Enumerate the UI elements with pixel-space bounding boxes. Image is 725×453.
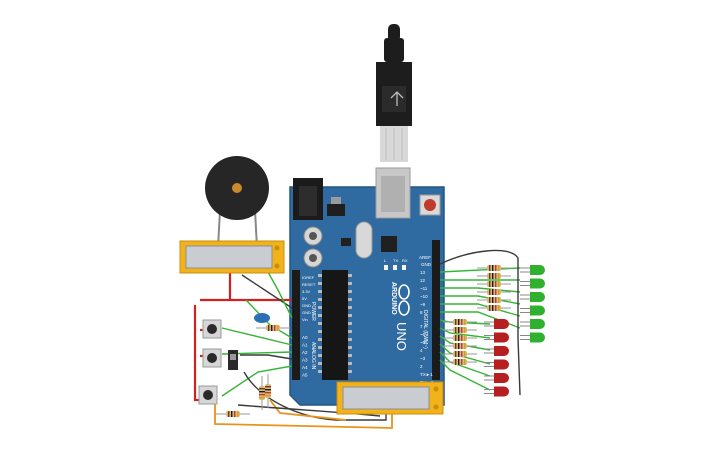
digital-pin-label: 13 [420, 270, 426, 275]
wire[interactable] [440, 287, 521, 293]
resistor[interactable] [216, 411, 250, 417]
arduino-board[interactable]: ARDUINO UNO DIGITAL (PWM~) POWER ANALOG … [289, 167, 445, 406]
wire[interactable] [267, 271, 293, 319]
wire[interactable] [214, 404, 393, 429]
digital-pin-label: ~10 [420, 294, 428, 299]
power-pin-label: GND [302, 303, 311, 308]
resistor[interactable] [477, 305, 511, 311]
power-label: POWER [310, 302, 316, 321]
power-pin-label: 5V [302, 296, 307, 301]
resistor[interactable] [443, 359, 477, 365]
pushbutton-3[interactable] [198, 385, 218, 405]
digital-pin-label: ~3 [420, 356, 426, 361]
digital-label: DIGITAL (PWM~) [422, 310, 428, 349]
power-pin-label: RESET [302, 282, 316, 287]
pushbutton-1[interactable] [202, 319, 222, 339]
potentiometer[interactable] [254, 313, 270, 323]
red-led[interactable] [484, 319, 509, 329]
aref-label: AREF [419, 255, 431, 260]
resistor[interactable] [477, 273, 511, 279]
arduino-logo [398, 284, 410, 316]
green-led[interactable] [520, 305, 545, 316]
digital-pin-label: ~9 [420, 302, 426, 307]
power-pin-label: Vin [302, 317, 308, 322]
wire[interactable] [440, 295, 521, 305]
red-led[interactable] [484, 332, 509, 343]
piezo-buzzer[interactable] [205, 156, 269, 249]
analog-pin-label: A4 [302, 365, 308, 370]
green-led[interactable] [520, 292, 545, 302]
resistor[interactable] [265, 374, 271, 408]
resistor[interactable] [477, 289, 511, 295]
wire[interactable] [237, 404, 381, 417]
usb-cable[interactable] [376, 24, 412, 162]
wire[interactable] [439, 343, 491, 365]
wire[interactable] [240, 354, 293, 360]
slide-switch[interactable] [228, 350, 238, 370]
wire[interactable] [439, 249, 519, 338]
tx-led-label: TX [393, 258, 398, 263]
red-led[interactable] [484, 346, 509, 356]
digital-header[interactable] [432, 240, 440, 380]
pushbutton-2[interactable] [202, 348, 222, 368]
power-analog-header[interactable] [292, 270, 300, 380]
analog-pin-label: A1 [302, 343, 308, 348]
l-led-label: L [384, 258, 387, 263]
resistor[interactable] [443, 343, 477, 349]
resistor[interactable] [443, 335, 477, 341]
digital-pin-label: ~5 [420, 340, 426, 345]
digital-pin-label: TX►1 [420, 372, 433, 377]
green-led[interactable] [520, 319, 545, 329]
model-text: UNO [394, 322, 409, 351]
green-led[interactable] [520, 278, 545, 289]
green-led[interactable] [520, 332, 545, 343]
digital-pin-label: 2 [420, 364, 423, 369]
analog-label: ANALOG IN [310, 342, 316, 370]
digital-pin-label: ~6 [420, 332, 426, 337]
resistor[interactable] [443, 319, 477, 325]
digital-pin-label: ~11 [420, 286, 428, 291]
digital-pin-label: 8 [420, 310, 423, 315]
gnd-pin-label: GND [421, 262, 432, 267]
resistor[interactable] [256, 325, 290, 331]
analog-pin-label: A0 [302, 335, 308, 340]
power-pin-label: IOREF [302, 275, 315, 280]
wire[interactable] [440, 303, 521, 317]
wire[interactable] [439, 359, 491, 391]
wire[interactable] [269, 399, 347, 421]
red-led[interactable] [484, 373, 509, 383]
red-led[interactable] [484, 386, 509, 397]
digital-pin-label: 7 [420, 324, 423, 329]
brand-text: ARDUINO [390, 282, 397, 315]
wire[interactable] [221, 365, 293, 397]
power-pin-label: 3.3V [302, 289, 311, 294]
green-led[interactable] [520, 265, 545, 275]
digital-pin-label: 4 [420, 348, 423, 353]
resistor[interactable] [443, 351, 477, 357]
wire[interactable] [243, 371, 387, 421]
lcd-display-top[interactable] [179, 240, 285, 274]
resistor[interactable] [259, 376, 265, 410]
resistor[interactable] [443, 327, 477, 333]
analog-pin-label: A2 [302, 350, 308, 355]
wire[interactable] [221, 327, 293, 346]
resistor[interactable] [477, 281, 511, 287]
analog-pin-label: A5 [302, 373, 308, 378]
power-pin-label: GND [302, 310, 311, 315]
resistor[interactable] [477, 265, 511, 271]
wire[interactable] [439, 267, 521, 273]
digital-pin-label: 12 [420, 278, 426, 283]
analog-pin-label: A3 [302, 358, 308, 363]
wire[interactable] [517, 337, 521, 396]
lcd-display-bottom[interactable] [336, 381, 444, 415]
rx-led-label: RX [402, 258, 408, 263]
red-led[interactable] [484, 359, 509, 370]
resistor[interactable] [477, 297, 511, 303]
